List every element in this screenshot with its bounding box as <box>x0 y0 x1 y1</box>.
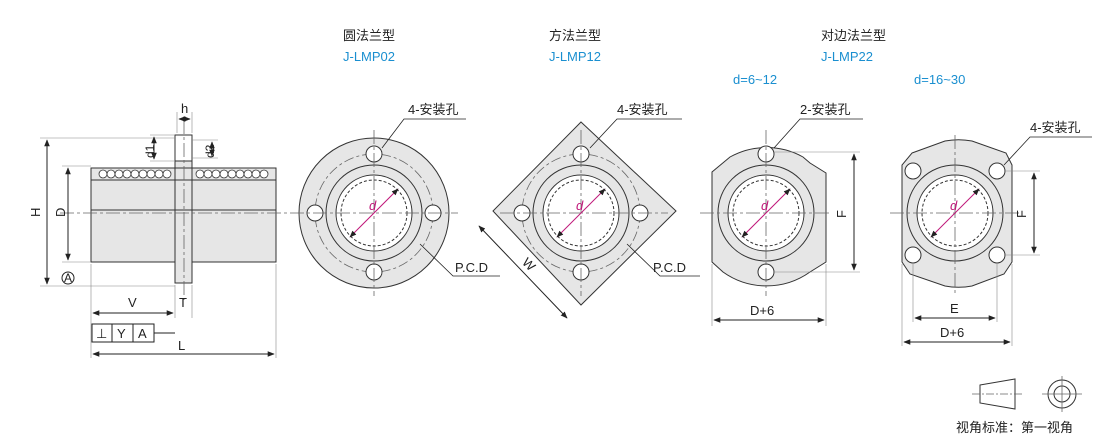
round-pcd: P.C.D <box>455 260 488 275</box>
cut-large-holes: 4-安装孔 <box>1030 120 1081 135</box>
dim-V: V <box>128 295 137 310</box>
cut-code: J-LMP22 <box>821 49 873 64</box>
housing-left <box>90 167 178 263</box>
round-bore: d <box>369 198 377 213</box>
projection-symbol: 视角标准：第一视角 <box>956 376 1082 435</box>
cut-large-bore: d <box>950 198 958 213</box>
round-title: 圆法兰型 <box>343 28 395 43</box>
cut-large-width: D+6 <box>940 325 964 340</box>
cut-large-E: E <box>950 301 959 316</box>
round-flange-view: 圆法兰型 J-LMP02 d 4-安装孔 P.C.D <box>290 28 500 296</box>
square-bore: d <box>576 198 584 213</box>
cut-flange-large-view: d=16~30 d 4-安装孔 F E D+6 <box>890 72 1092 346</box>
square-flange-view: 方法兰型 J-LMP12 d 4-安装孔 P.C.D W <box>478 28 700 319</box>
svg-text:A: A <box>138 326 147 341</box>
ball-row <box>98 169 269 179</box>
square-code: J-LMP12 <box>549 49 601 64</box>
dim-h: h <box>181 101 188 116</box>
dim-d1: d1 <box>143 144 157 158</box>
dim-D: D <box>53 208 68 217</box>
housing-right <box>191 167 277 263</box>
cut-large-range: d=16~30 <box>914 72 965 87</box>
square-pcd: P.C.D <box>653 260 686 275</box>
svg-text:⊥: ⊥ <box>96 326 107 341</box>
square-title: 方法兰型 <box>549 28 601 43</box>
cut-flange-small-view: 对边法兰型 J-LMP22 d=6~12 d 2-安装孔 F D+6 <box>700 28 886 326</box>
cut-title: 对边法兰型 <box>821 28 886 43</box>
dim-H: H <box>28 208 43 217</box>
dim-L: L <box>178 338 185 353</box>
round-holes: 4-安装孔 <box>408 102 459 117</box>
svg-text:Y: Y <box>117 326 126 341</box>
square-holes: 4-安装孔 <box>617 102 668 117</box>
datum-circle <box>61 271 75 285</box>
cut-small-bore: d <box>761 198 769 213</box>
projection-label: 视角标准：第一视角 <box>956 420 1073 435</box>
datum-label: A <box>64 271 72 285</box>
cut-large-F: F <box>1014 210 1029 218</box>
dim-T: T <box>179 295 187 310</box>
cut-small-width: D+6 <box>750 303 774 318</box>
tolerance-frame: ⊥ Y A <box>91 323 175 343</box>
cut-small-holes: 2-安装孔 <box>800 102 851 117</box>
cut-small-F: F <box>834 210 849 218</box>
side-view: H D A h d1 d2 V T L <box>28 101 290 358</box>
round-code: J-LMP02 <box>343 49 395 64</box>
cut-small-range: d=6~12 <box>733 72 777 87</box>
dim-d2: d2 <box>203 144 217 158</box>
